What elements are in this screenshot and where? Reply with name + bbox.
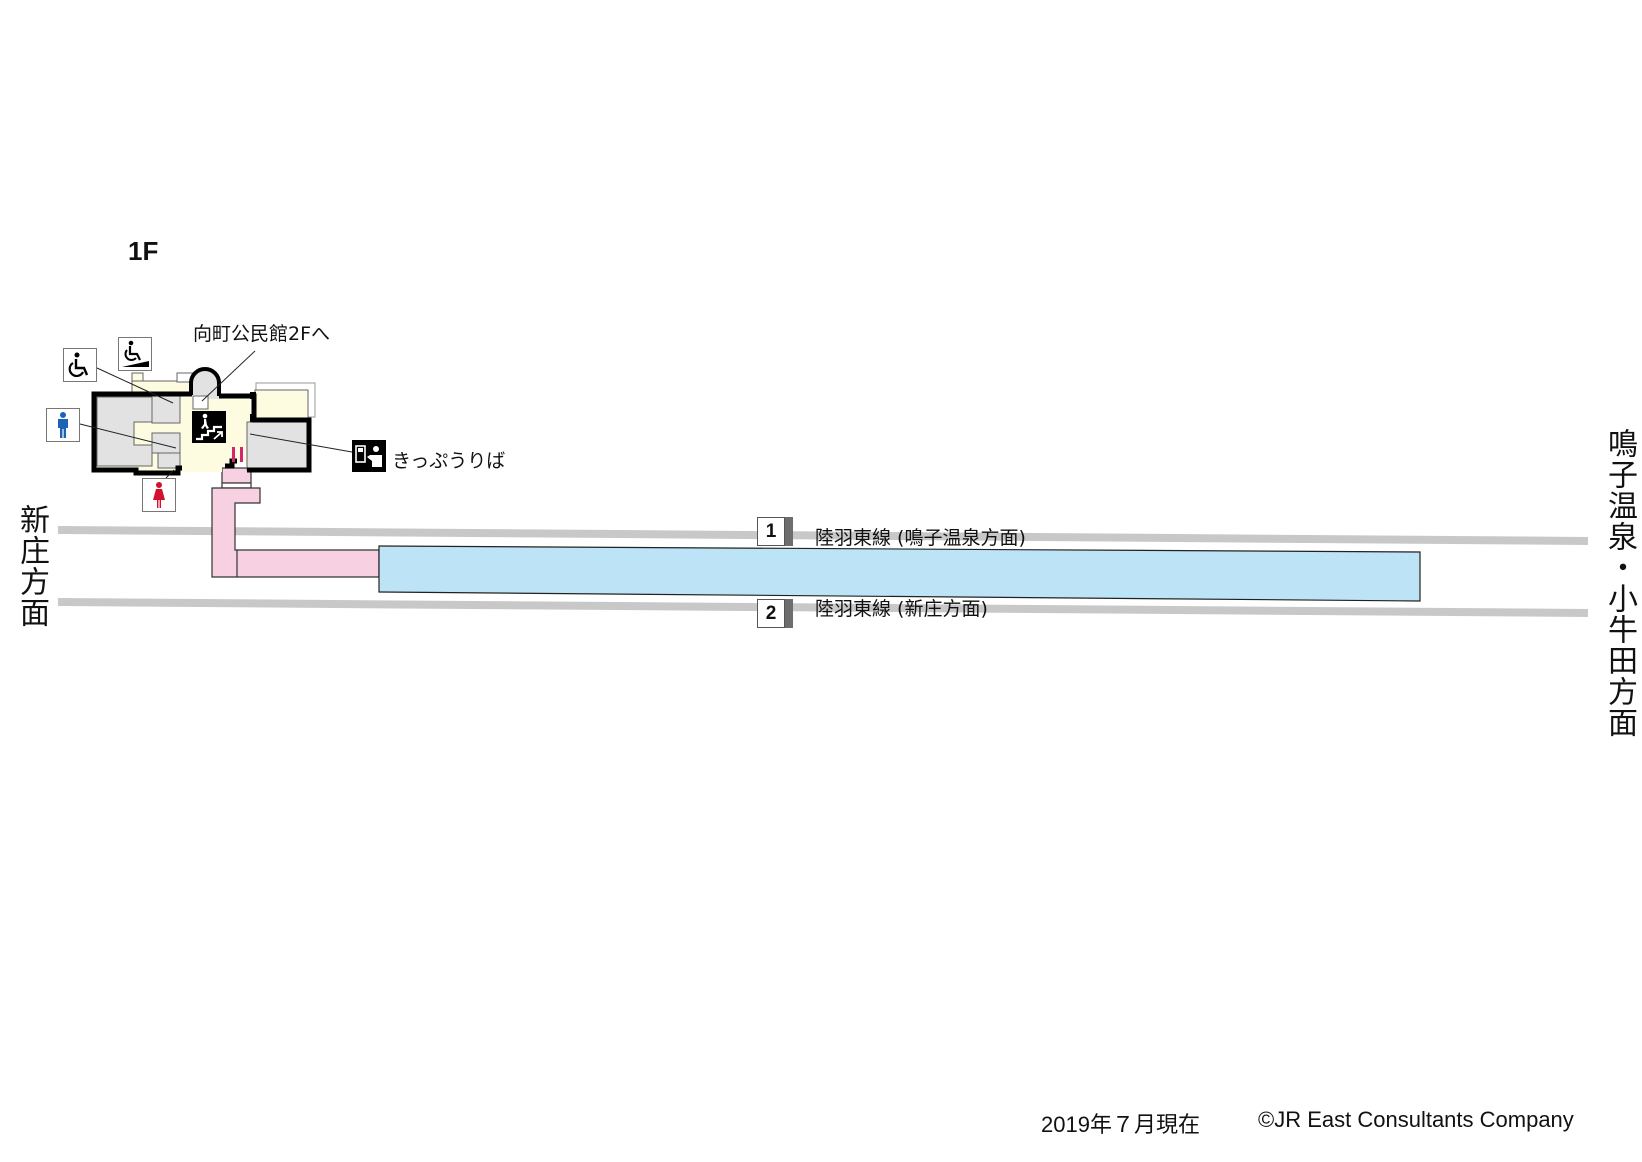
tracks (58, 526, 1588, 617)
direction-west: 新庄方面 (14, 504, 49, 628)
floor-label: 1F (128, 236, 159, 266)
male-toilet-icon (46, 408, 80, 442)
wall-corner-a (250, 392, 256, 399)
direction-east: 鳴子温泉・小牛田方面 (1602, 428, 1637, 738)
room-ticket-office (246, 421, 308, 471)
island-platform (378, 545, 1421, 602)
track-2 (58, 598, 1588, 617)
wheelchair-icon (63, 348, 97, 382)
community-hall-label: 向町公民館2Fへ (193, 323, 331, 345)
footer-date: 2019年７月現在 (1041, 1112, 1200, 1137)
passage (211, 467, 380, 578)
stair-hall-wall (189, 367, 221, 396)
room-accessible-toilet (151, 394, 181, 424)
female-toilet-icon (142, 478, 176, 512)
entrance-left-wide (131, 380, 193, 394)
ticket-gate-2 (240, 447, 243, 462)
platform-2-line: 陸羽東線 (新庄方面) (815, 598, 988, 620)
wheelchair-ramp-icon (118, 337, 152, 371)
platform-1-line: 陸羽東線 (鳴子温泉方面) (815, 527, 1026, 549)
platform-marker (785, 517, 793, 546)
stairs-up-icon (192, 411, 226, 443)
platform-number-2: 2 (757, 599, 785, 628)
annex-right (254, 389, 309, 423)
room-women-toilet (157, 452, 181, 469)
ticket-office-icon (352, 440, 386, 472)
ticket-office-label: きっぷうりば (392, 450, 506, 472)
track-1 (58, 526, 1588, 545)
wall-corner-b (250, 414, 256, 422)
leader-lines (79, 350, 353, 479)
platform-2: 2 (757, 599, 793, 628)
passage-gap (221, 482, 252, 489)
platform-marker (785, 599, 793, 628)
footer-copyright: ©JR East Consultants Company (1258, 1107, 1574, 1132)
ticket-gate-1 (232, 447, 235, 462)
platform-number-1: 1 (757, 517, 785, 546)
passage-l-shape (211, 487, 380, 578)
platform-1: 1 (757, 517, 793, 546)
